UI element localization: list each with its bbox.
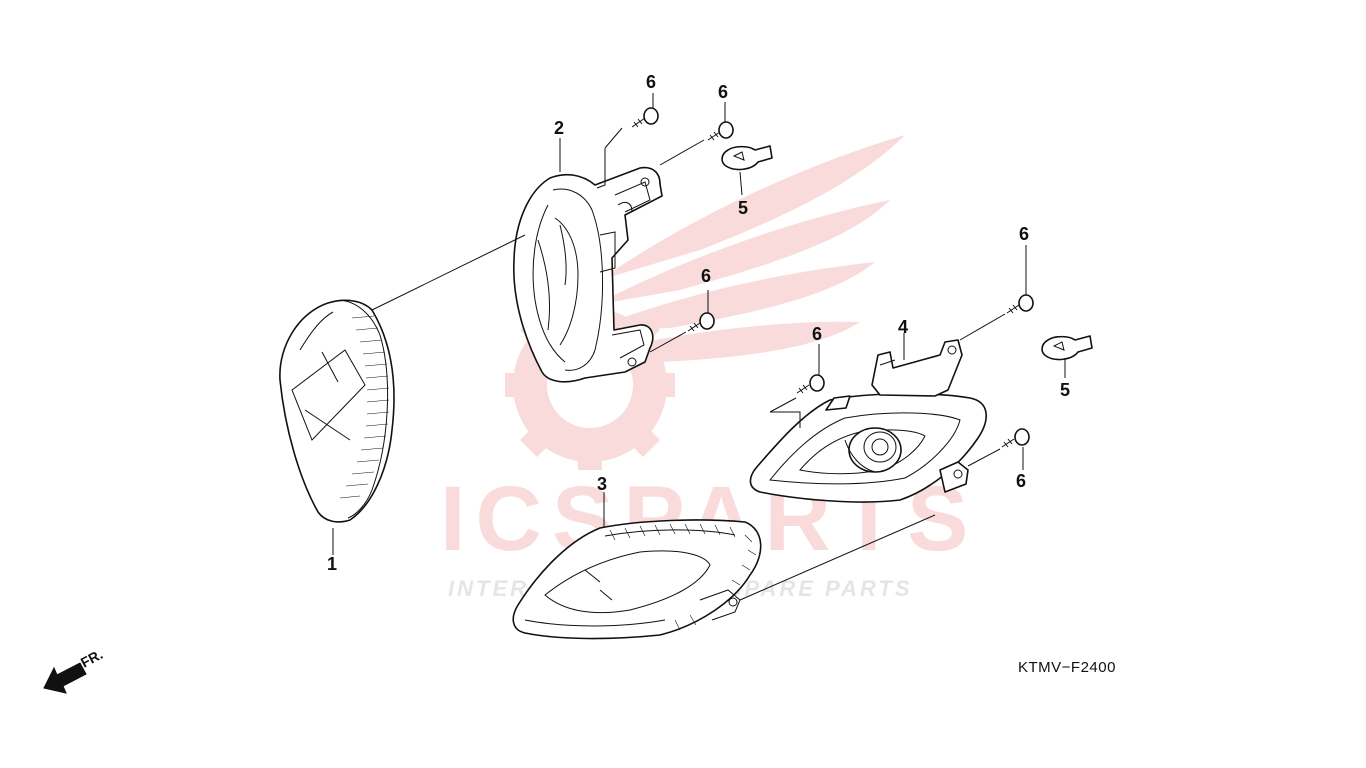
watermark-wing-logo [505,135,905,470]
callout-4: 4 [898,317,908,337]
callout-1: 1 [327,554,337,574]
front-direction-indicator: FR. [43,646,105,694]
part-3-lens [512,519,762,640]
diagram-code: KTMV−F2400 [1018,659,1116,676]
part-3-hatch [609,523,757,631]
bulb-5a [721,145,773,171]
callout-2: 2 [554,118,564,138]
screw-6e [1006,294,1034,314]
callout-6-part4-bottom: 6 [1016,471,1026,491]
part-4-housing [749,339,987,503]
part-1-hatch [339,315,390,499]
callout-5-lower: 5 [1060,380,1070,400]
screw-6b [707,121,734,141]
callout-5-upper: 5 [738,198,748,218]
screw-6f [1001,428,1030,448]
part-2-housing [513,166,663,383]
callouts: 1 2 3 4 5 5 6 6 6 6 6 6 [327,72,1070,574]
callout-6-part4-top: 6 [1019,224,1029,244]
arrow-left-down-icon [43,662,87,694]
screw-6a [631,107,659,128]
screw-6d [796,374,825,394]
callout-6-part4-left: 6 [812,324,822,344]
part-1-lens [279,299,395,523]
callout-6-middle: 6 [701,266,711,286]
screw-6c [687,312,715,332]
callout-3: 3 [597,474,607,494]
bulb-5b [1041,335,1093,361]
callout-6-top-left: 6 [646,72,656,92]
leader-lines [332,93,1066,601]
callout-6-top-right: 6 [718,82,728,102]
